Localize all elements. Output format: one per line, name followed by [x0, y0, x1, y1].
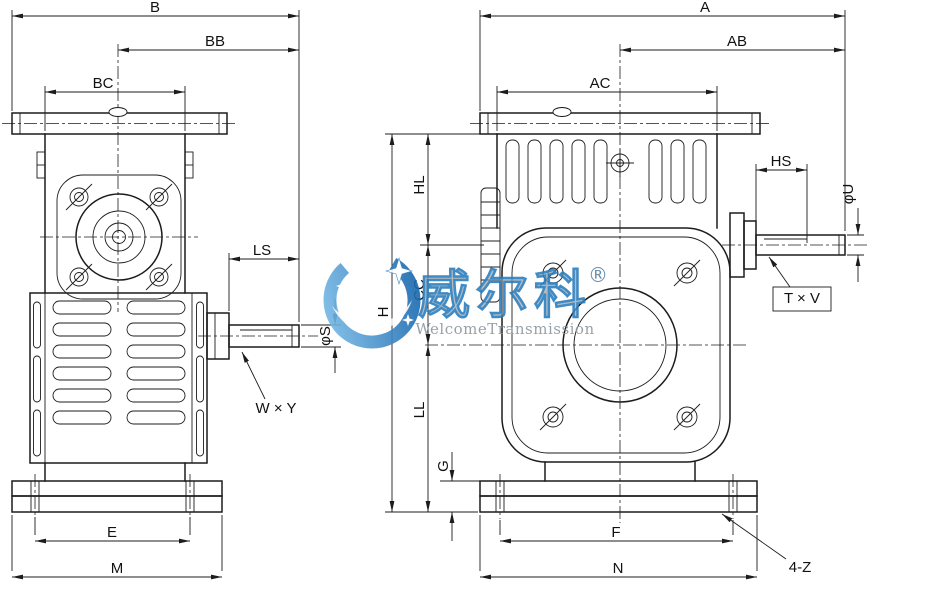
right-cooling-fins — [505, 139, 707, 204]
dim-label-B: B — [150, 0, 160, 16]
breather-vent — [606, 149, 634, 177]
right-view-dimensions: A AB AC HS φU T × V — [375, 0, 864, 580]
dim-label-HL: HL — [411, 175, 428, 194]
dim-label-G: G — [435, 460, 452, 472]
watermark-brand-chinese: 威尔科 — [418, 266, 592, 326]
left-finned-housing — [29, 292, 208, 464]
left-bearing-boss-circle — [75, 193, 163, 281]
dim-label-LS: LS — [253, 242, 271, 259]
left-output-shaft — [206, 312, 300, 360]
dim-label-phiS: φS — [317, 326, 334, 346]
output-bore-circle — [562, 287, 678, 403]
left-foot-flange — [11, 462, 223, 513]
dim-label-WxY: W × Y — [256, 400, 297, 417]
left-upper-body — [36, 133, 194, 300]
right-cover-bolts — [539, 259, 701, 431]
sparkle-star-icon — [384, 256, 414, 286]
dim-label-LL: LL — [411, 402, 428, 419]
right-top-flange — [479, 107, 761, 135]
left-top-flange — [11, 107, 228, 135]
right-view-front-elevation: A AB AC HS φU T × V — [375, 0, 868, 580]
right-oil-plug — [552, 107, 572, 117]
brand-logo-swirl — [323, 251, 421, 349]
dim-label-BB: BB — [205, 33, 225, 50]
right-finned-top-section — [480, 133, 718, 303]
dim-label-F: F — [611, 524, 620, 541]
dim-label-A: A — [700, 0, 710, 16]
left-view-dimensions: B BB BC LS φS W × Y E — [11, 0, 341, 580]
dim-label-TxV: T × V — [784, 290, 820, 307]
dim-label-HS: HS — [771, 153, 792, 170]
brand-watermark: 威尔科 ® WelcomeTransmission — [323, 251, 608, 349]
left-oil-plug — [108, 107, 128, 117]
dim-label-H: H — [375, 307, 392, 318]
registered-trademark-symbol: ® — [588, 263, 608, 287]
left-cooling-fins — [33, 300, 204, 457]
right-worm-shaft — [729, 212, 846, 278]
dim-label-AC: AC — [590, 75, 611, 92]
watermark-brand-english: WelcomeTransmission — [415, 320, 594, 338]
sparkle-star-tiny-icon — [402, 314, 414, 326]
dim-label-E: E — [107, 524, 117, 541]
left-cover-bolts — [65, 183, 173, 291]
dim-label-AB: AB — [727, 33, 747, 50]
dim-label-N: N — [613, 560, 624, 577]
txv-label-box — [772, 286, 832, 312]
dim-label-4Z: 4-Z — [789, 559, 812, 576]
sparkle-star-small-icon — [336, 278, 352, 294]
dim-label-BC: BC — [93, 75, 114, 92]
left-view-side-elevation: B BB BC LS φS W × Y E — [2, 0, 341, 580]
dim-label-M: M — [111, 560, 124, 577]
left-bearing-cover-plate — [56, 174, 182, 300]
dim-label-phiU: φU — [840, 184, 857, 205]
right-main-housing — [501, 227, 731, 463]
right-foot-flange — [479, 461, 758, 513]
